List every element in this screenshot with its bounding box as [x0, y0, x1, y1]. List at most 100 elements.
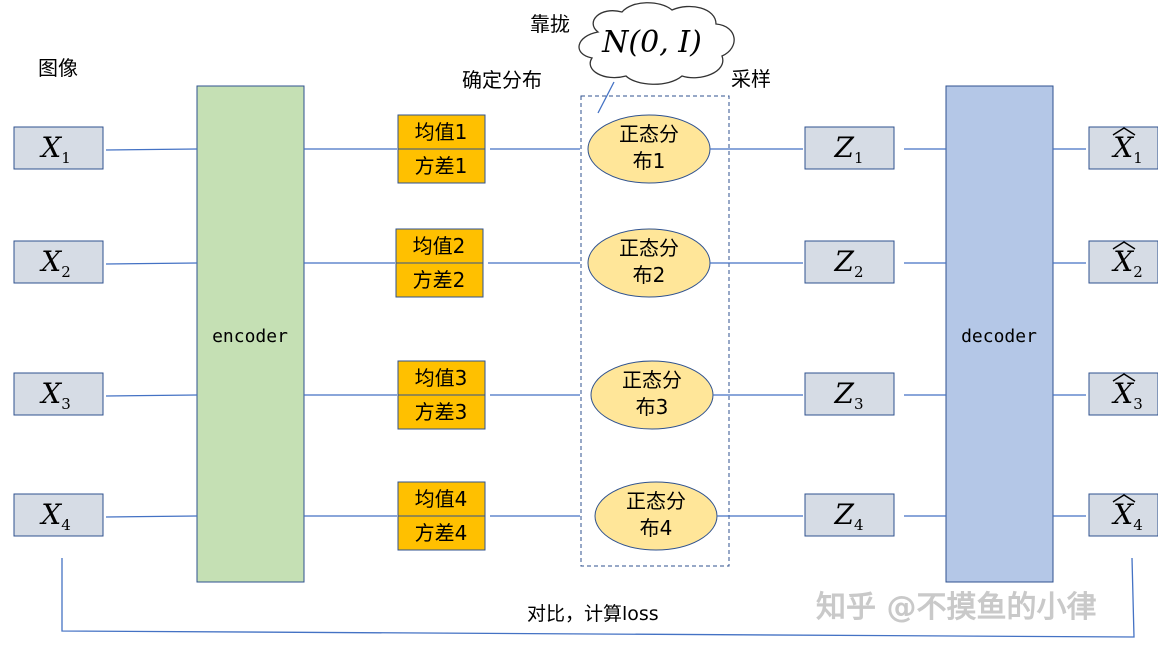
output-label-subscript: 4	[1133, 516, 1143, 534]
sampling-label: 采样	[731, 67, 771, 91]
output-label-hat	[1112, 241, 1136, 250]
variance-box	[397, 515, 486, 551]
output-label-hat	[1112, 494, 1136, 503]
encoder-block: encoder	[196, 85, 305, 583]
output-label-subscript: 3	[1133, 395, 1143, 413]
latent-label-main: Z	[833, 131, 854, 164]
output-box	[1088, 240, 1158, 284]
watermark: 知乎 @不摸鱼的小律	[816, 590, 1096, 625]
input-to-encoder-line	[105, 394, 198, 397]
input-label-main: X	[39, 498, 62, 531]
input-box	[13, 493, 104, 537]
latent-box	[804, 493, 895, 537]
output-label-main: X	[1111, 498, 1134, 531]
mean-box	[397, 360, 486, 396]
output-label-hat	[1112, 127, 1136, 136]
input-label-subscript: 3	[61, 395, 71, 413]
latent-label: Z4	[833, 498, 863, 534]
variance-label: 方差2	[413, 268, 466, 292]
determine-distribution-label: 确定分布	[462, 68, 542, 92]
prior-cloud: N(0, I)	[578, 2, 735, 85]
decoder-block: decoder	[945, 85, 1054, 583]
mean-label: 均值1	[415, 120, 468, 144]
latent-label-subscript: 3	[854, 395, 864, 413]
output-label-subscript: 1	[1133, 149, 1143, 167]
output-box	[1088, 372, 1158, 416]
latent-label-subscript: 1	[854, 149, 864, 167]
input-label-subscript: 1	[61, 149, 71, 167]
output-label: X1	[1111, 131, 1142, 167]
latent-label-main: Z	[833, 245, 854, 278]
latent-label-main: Z	[833, 498, 854, 531]
input-label-main: X	[39, 131, 62, 164]
input-label: X3	[39, 377, 70, 413]
input-label: X4	[39, 498, 70, 534]
input-box	[13, 126, 104, 170]
input-label-main: X	[39, 377, 62, 410]
mean-box	[395, 228, 484, 264]
mean-label: 均值3	[415, 366, 468, 390]
input-label: X2	[39, 245, 70, 281]
output-label-main: X	[1111, 245, 1134, 278]
variance-label: 方差1	[415, 154, 468, 178]
approach-arrow	[597, 81, 615, 114]
variance-label: 方差3	[415, 400, 468, 424]
distribution-label-line2: 布2	[633, 263, 666, 287]
decoder-label: decoder	[961, 326, 1037, 347]
distribution-label-line2: 布1	[633, 149, 666, 173]
distribution-label-line1: 正态分	[622, 368, 682, 392]
latent-box	[804, 240, 895, 284]
output-label-subscript: 2	[1133, 263, 1143, 281]
prior-label: N(0, I)	[601, 25, 702, 60]
variance-label: 方差4	[415, 521, 468, 545]
output-label: X3	[1111, 377, 1142, 413]
output-label: X2	[1111, 245, 1142, 281]
input-to-encoder-line	[105, 515, 198, 518]
distribution-label-line1: 正态分	[626, 489, 686, 513]
mean-label: 均值2	[413, 234, 466, 258]
output-label-main: X	[1111, 377, 1134, 410]
variance-box	[397, 394, 486, 430]
input-to-encoder-line	[105, 148, 198, 151]
input-label: X1	[39, 131, 70, 167]
latent-box	[804, 372, 895, 416]
latent-label: Z3	[833, 377, 863, 413]
latent-box	[804, 126, 895, 170]
output-box	[1088, 126, 1158, 170]
latent-label-subscript: 2	[854, 263, 864, 281]
latent-label-main: Z	[833, 377, 854, 410]
distribution-label-line1: 正态分	[619, 236, 679, 260]
output-box	[1088, 493, 1158, 537]
output-label-hat	[1112, 373, 1136, 382]
encoder-label: encoder	[212, 326, 288, 347]
input-to-encoder-line	[105, 262, 198, 265]
image-label: 图像	[38, 56, 78, 80]
input-label-subscript: 4	[61, 516, 71, 534]
variance-box	[395, 262, 484, 298]
input-box	[13, 372, 104, 416]
variance-box	[397, 148, 486, 184]
output-label: X4	[1111, 498, 1142, 534]
input-box	[13, 240, 104, 284]
approach-label: 靠拢	[530, 12, 570, 36]
latent-label-subscript: 4	[854, 516, 864, 534]
mean-label: 均值4	[415, 487, 468, 511]
loss-feedback-arrow	[61, 557, 1135, 638]
input-label-main: X	[39, 245, 62, 278]
mean-box	[397, 481, 486, 517]
latent-label: Z2	[833, 245, 863, 281]
input-label-subscript: 2	[61, 263, 71, 281]
distribution-label-line1: 正态分	[619, 122, 679, 146]
distribution-label-line2: 布3	[636, 395, 669, 419]
latent-label: Z1	[833, 131, 863, 167]
distribution-label-line2: 布4	[640, 516, 673, 540]
sampling-region	[580, 95, 730, 567]
output-label-main: X	[1111, 131, 1134, 164]
compare-loss-label: 对比，计算loss	[527, 603, 659, 625]
